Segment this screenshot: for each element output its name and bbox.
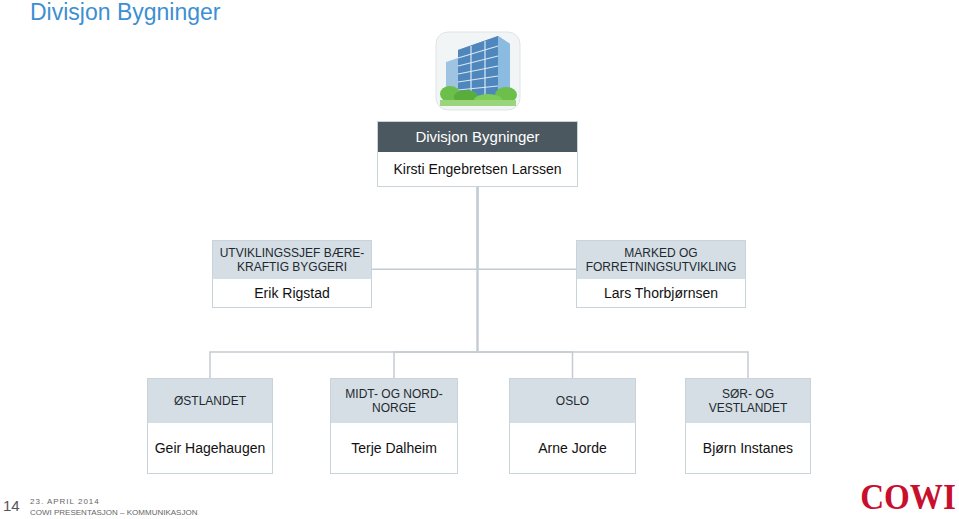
person-name: Arne Jorde xyxy=(510,423,635,473)
person-name: Erik Rigstad xyxy=(213,279,371,307)
org-connector xyxy=(478,187,573,378)
region-box: MIDT- OG NORD-NORGETerje Dalheim xyxy=(330,378,458,474)
org-connector xyxy=(478,187,577,269)
company-logo: COWI xyxy=(860,476,956,518)
org-connector xyxy=(372,187,478,269)
division-box: Divisjon BygningerKirsti Engebretsen Lar… xyxy=(377,121,578,187)
person-name: Bjørn Instanes xyxy=(686,423,810,473)
staff-box: UTVIKLINGSSJEF BÆRE- KRAFTIG BYGGERIErik… xyxy=(212,240,372,308)
box-heading: UTVIKLINGSSJEF BÆRE- KRAFTIG BYGGERI xyxy=(213,241,371,279)
box-heading: MARKED OG FORRETNINGSUTVIKLING xyxy=(577,241,745,279)
staff-box: MARKED OG FORRETNINGSUTVIKLINGLars Thorb… xyxy=(576,240,746,308)
person-name: Geir Hagehaugen xyxy=(148,423,272,473)
org-connector xyxy=(478,187,749,378)
person-name: Lars Thorbjørnsen xyxy=(577,279,745,307)
box-heading: Divisjon Bygninger xyxy=(378,122,577,152)
org-connector xyxy=(210,187,478,378)
org-connector xyxy=(394,187,478,378)
page-number: 14 xyxy=(3,497,20,514)
footer-note: COWI PRESENTASJON – KOMMUNIKASJON xyxy=(30,508,197,517)
box-heading: MIDT- OG NORD-NORGE xyxy=(331,379,457,423)
person-name: Terje Dalheim xyxy=(331,423,457,473)
region-box: OSLOArne Jorde xyxy=(509,378,636,474)
box-heading: ØSTLANDET xyxy=(148,379,272,423)
date-note: 23. APRIL 2014 xyxy=(30,497,100,506)
page-title: Divisjon Bygninger xyxy=(30,0,220,26)
region-box: ØSTLANDETGeir Hagehaugen xyxy=(147,378,273,474)
region-box: SØR- OG VESTLANDETBjørn Instanes xyxy=(685,378,811,474)
box-heading: SØR- OG VESTLANDET xyxy=(686,379,810,423)
person-name: Kirsti Engebretsen Larssen xyxy=(378,152,577,186)
box-heading: OSLO xyxy=(510,379,635,423)
